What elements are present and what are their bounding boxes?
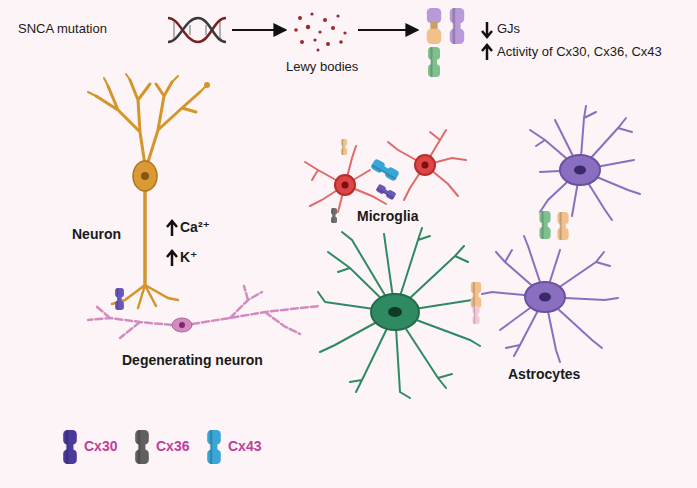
degenerating-neuron <box>88 286 320 338</box>
label-text: SNCA mutation <box>18 22 107 37</box>
arrow <box>232 29 286 31</box>
cell-label: Microglia <box>357 208 418 224</box>
connexin-group <box>427 8 464 77</box>
arrow <box>358 29 418 31</box>
ion-label: Ca²⁺ <box>180 219 210 235</box>
connexin <box>557 212 568 240</box>
connexin-cx30 <box>375 184 396 201</box>
label-text: GJs <box>497 22 520 37</box>
connexin <box>539 211 550 239</box>
legend-icon-cx36 <box>135 430 149 464</box>
astrocyte <box>482 106 640 362</box>
cell-label: Degenerating neuron <box>122 352 263 368</box>
legend-text: Cx30 <box>84 438 117 454</box>
up-arrow <box>167 251 177 266</box>
up-arrow <box>482 45 492 60</box>
cell-label: Neuron <box>72 226 121 242</box>
connexin-cx43 <box>370 158 400 182</box>
astrocyte <box>318 228 480 398</box>
label-text: Activity of Cx30, Cx36, Cx43 <box>497 45 662 60</box>
legend-text: Cx43 <box>228 438 261 454</box>
up-arrow <box>167 221 177 236</box>
lewy-bodies <box>294 12 346 51</box>
connexin <box>472 306 479 324</box>
label-text: Lewy bodies <box>286 60 358 75</box>
down-arrow <box>482 22 492 37</box>
neuron <box>88 74 210 308</box>
connexin-cx36 <box>331 208 337 223</box>
microglia <box>305 130 466 212</box>
connexin <box>341 139 347 155</box>
dna-helix <box>168 18 226 42</box>
legend-text: Cx36 <box>156 438 189 454</box>
connexin-cx30 <box>115 288 124 310</box>
legend-icon-cx30 <box>63 430 77 464</box>
legend-icon-cx43 <box>207 430 221 464</box>
connexin <box>471 282 481 308</box>
cell-label: Astrocytes <box>508 366 580 382</box>
ion-label: K⁺ <box>180 249 198 265</box>
